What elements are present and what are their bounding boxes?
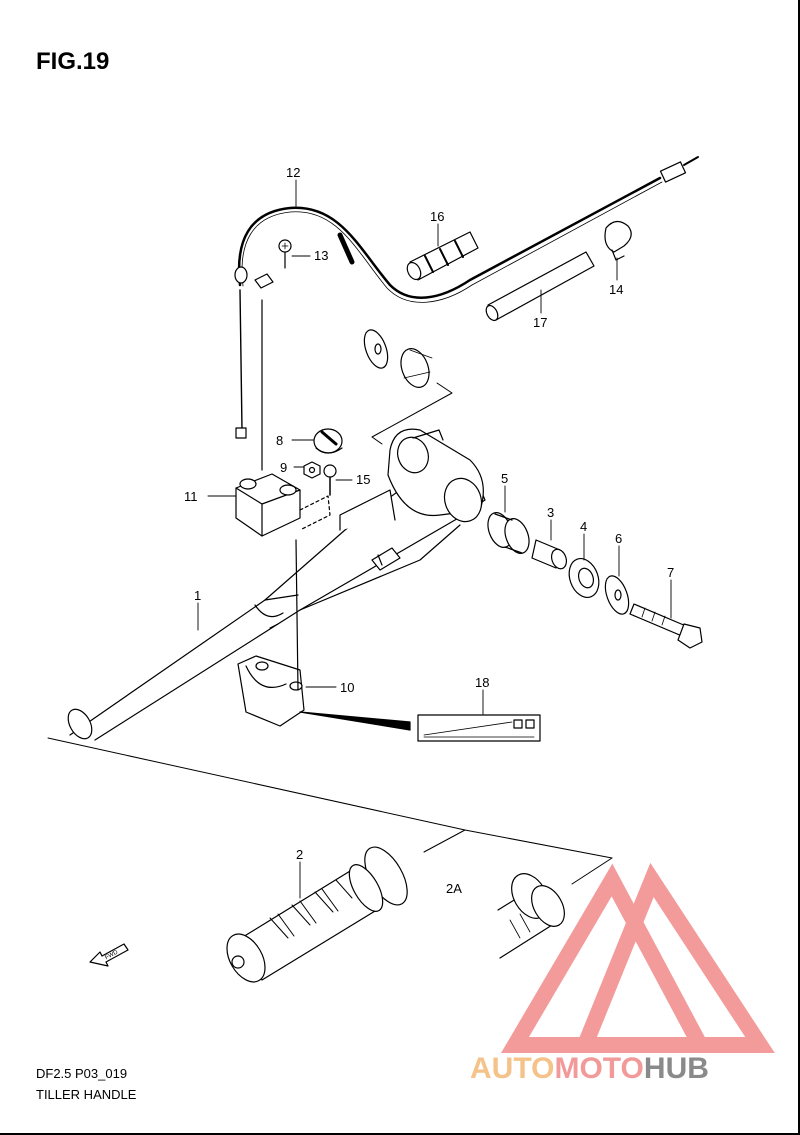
tube-17 [485,251,595,322]
figure-title: FIG.19 [36,48,110,75]
callout-14: 14 [609,282,623,297]
throttle-cable [234,156,699,439]
screw-15 [323,464,337,496]
callout-5: 5 [501,471,508,486]
callout-11: 11 [184,489,198,504]
screw-13 [278,239,292,269]
bracket-11 [235,473,331,537]
grip-2a [497,873,565,959]
tiller-head [387,428,484,523]
callout-6: 6 [615,531,622,546]
knob-8 [313,428,343,454]
callout-7: 7 [667,565,674,580]
tiller-arm-1 [67,464,486,741]
label-decal-18 [299,711,541,742]
callout-3: 3 [547,505,554,520]
clamp-10 [237,655,305,727]
footer-diagram-name: TILLER HANDLE [36,1087,137,1102]
callout-16: 16 [430,209,444,224]
callout-1: 1 [194,588,201,603]
callout-4: 4 [580,519,587,534]
washer-4 [568,558,600,598]
callout-8: 8 [276,433,283,448]
watermark-part-moto: MOTO [554,1052,644,1085]
upper-washers [363,329,453,445]
watermark-text: AUTOMOTOHUB [470,1052,709,1086]
spiral-wrap-16 [406,231,479,281]
bushing-5 [487,512,530,554]
leader-lines [197,179,672,899]
fwd-arrow-icon [89,943,129,967]
bolt-7 [629,603,703,649]
washer-6 [604,575,630,615]
collar-3 [531,539,568,570]
watermark-part-auto: AUTO [470,1052,555,1085]
callout-10: 10 [340,680,354,695]
watermark-logo-icon [501,862,775,1053]
grip-2 [226,846,408,983]
callout-9: 9 [280,460,287,475]
footer-diagram-code: DF2.5 P03_019 [36,1066,128,1081]
callout-13: 13 [314,248,328,263]
watermark-part-hub: HUB [643,1052,709,1085]
callout-15: 15 [356,472,370,487]
callout-2a: 2A [446,881,462,896]
callout-18: 18 [475,675,489,690]
clip-14 [604,220,632,261]
callout-2: 2 [296,847,303,862]
nut-9 [303,461,321,479]
callout-12: 12 [286,165,300,180]
callout-17: 17 [533,315,547,330]
